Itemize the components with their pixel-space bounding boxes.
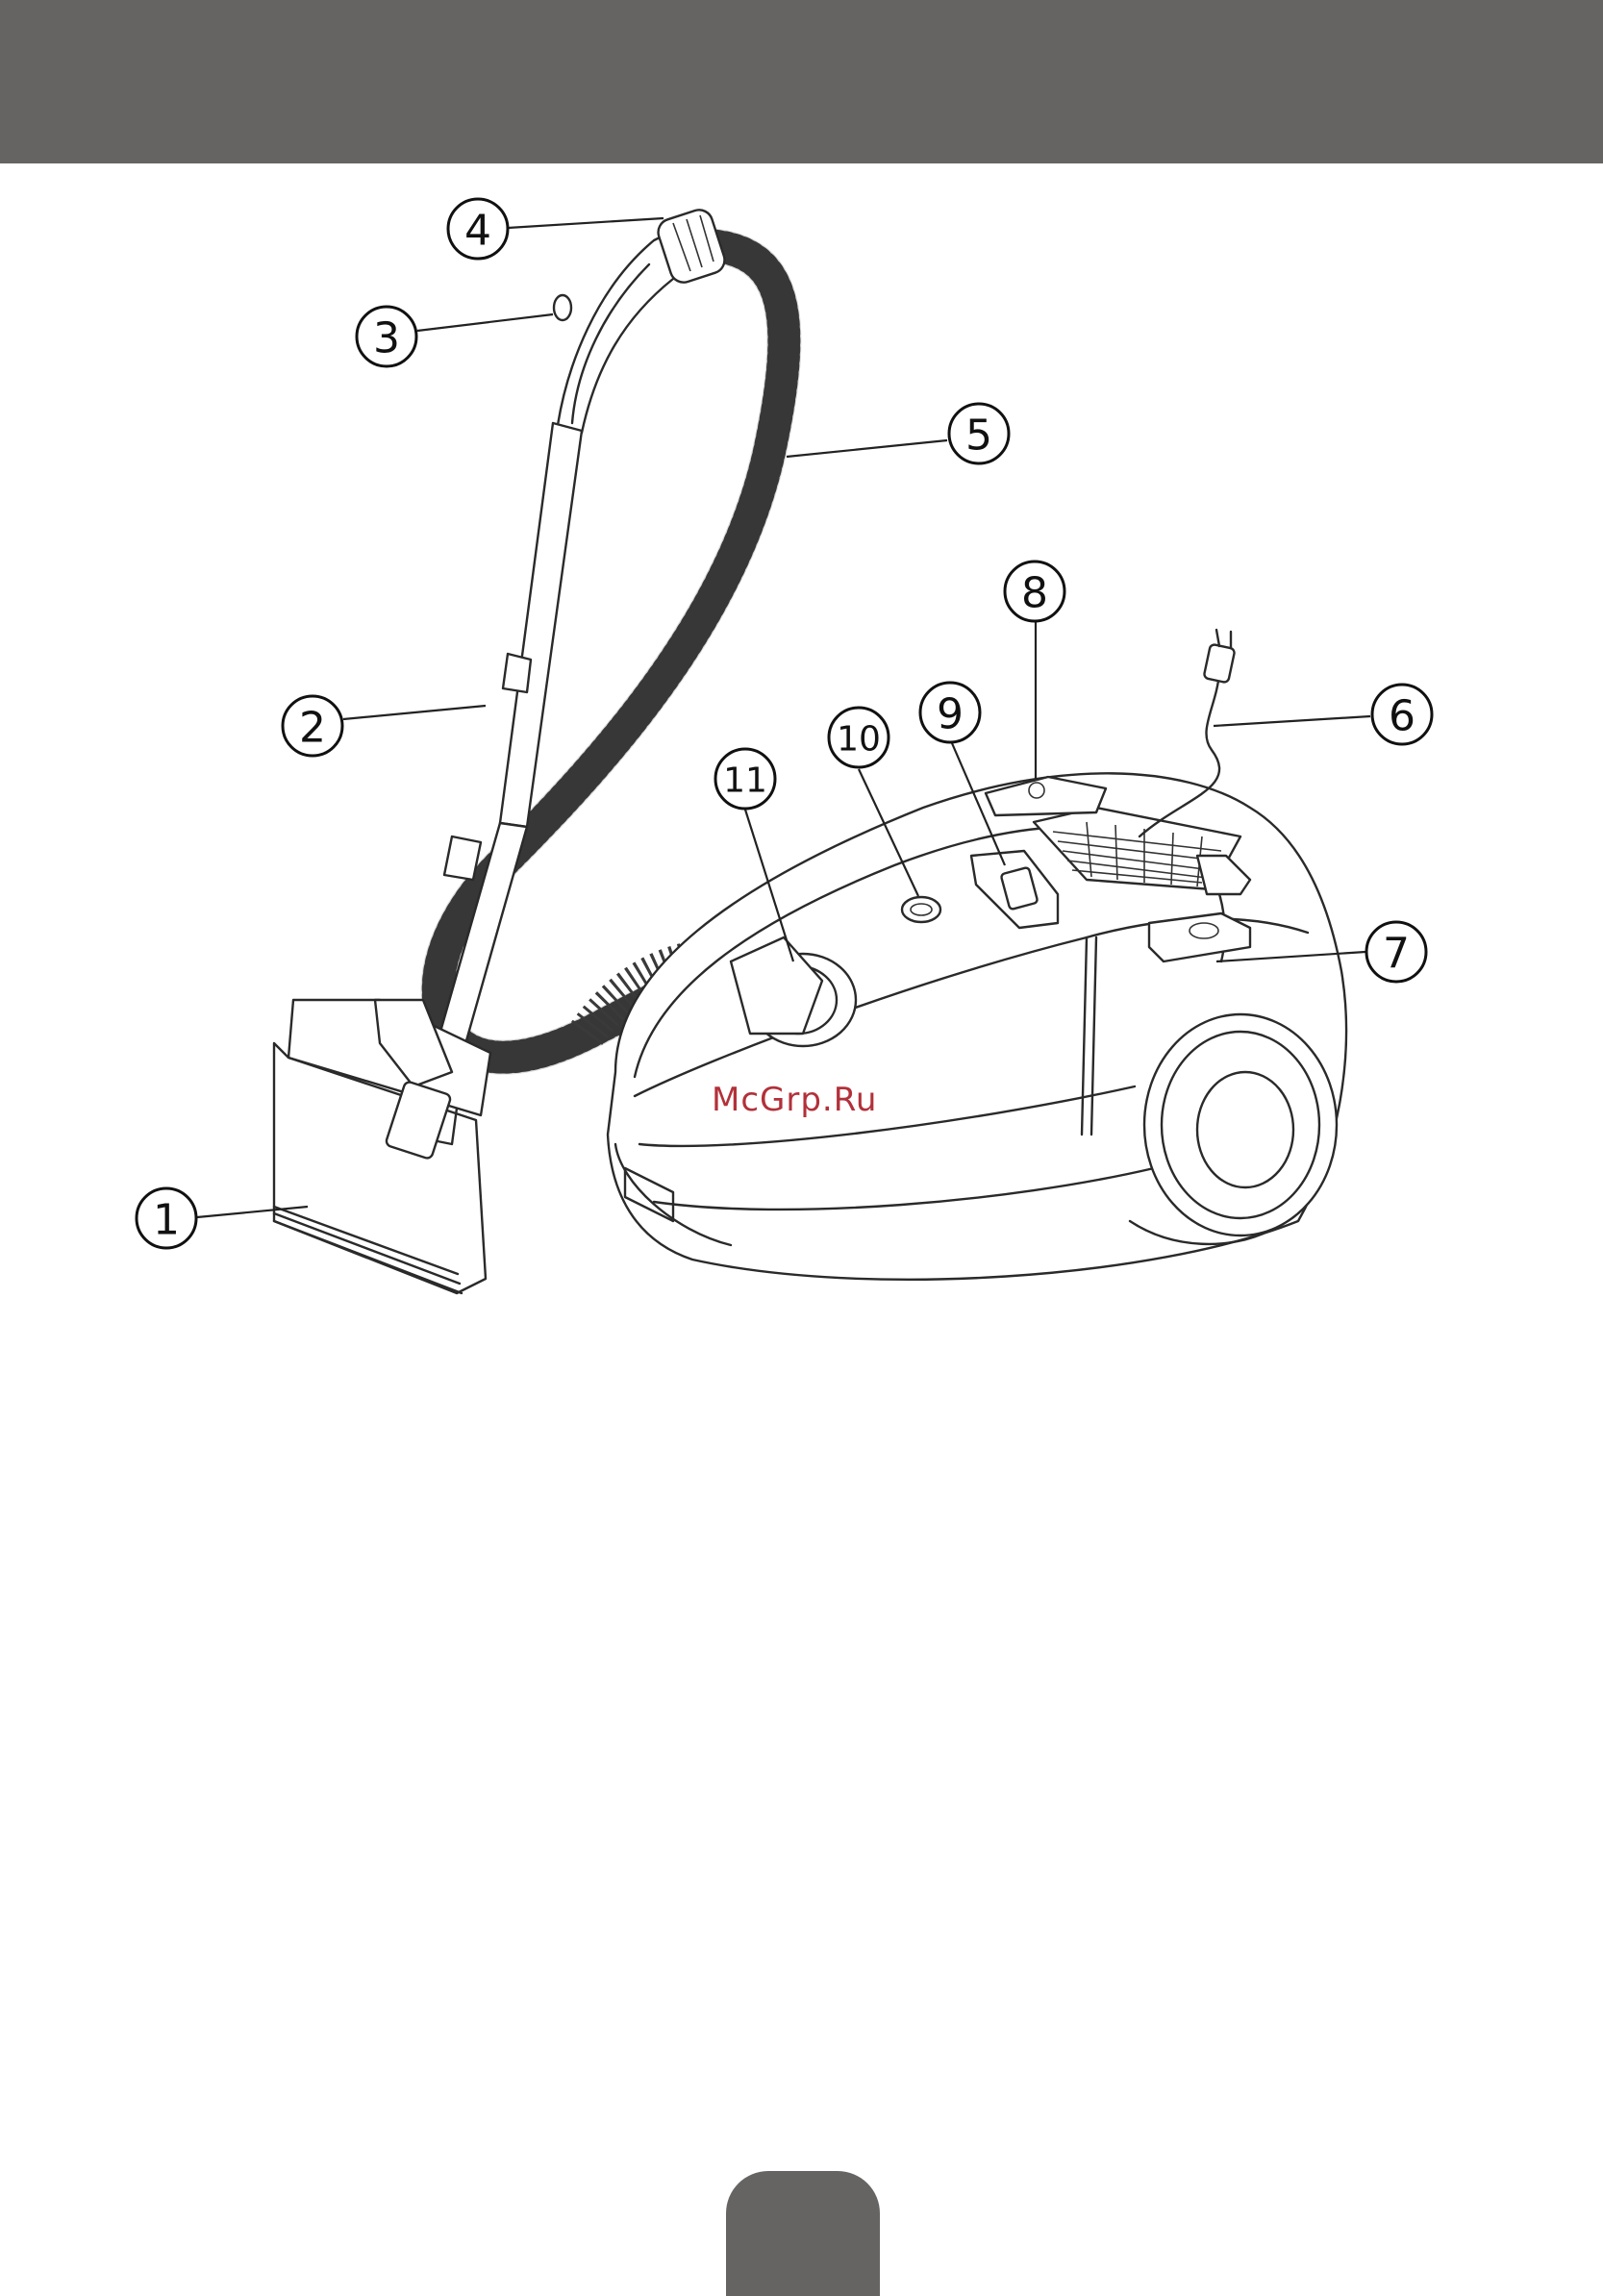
vacuum-cleaner-diagram: 1 2 3 4 5 6 7 8 9 10	[0, 163, 1603, 1317]
watermark: McGrp.Ru	[712, 1081, 877, 1119]
callout-3-label: 3	[373, 314, 400, 363]
callout-5: 5	[787, 404, 1009, 463]
callout-2: 2	[283, 696, 486, 756]
callout-8: 8	[1005, 562, 1064, 779]
vacuum-body-drawing	[608, 773, 1346, 1279]
handle-drawing	[554, 207, 728, 433]
callout-2-label: 2	[299, 704, 326, 753]
callout-5-label: 5	[965, 412, 992, 461]
callout-3: 3	[357, 307, 553, 366]
callout-6-label: 6	[1389, 692, 1415, 741]
callout-10-label: 10	[837, 720, 881, 760]
callout-1-label: 1	[153, 1196, 180, 1245]
callout-4: 4	[448, 199, 664, 259]
callout-4-label: 4	[464, 207, 491, 256]
callout-6: 6	[1214, 685, 1432, 744]
callout-8-label: 8	[1021, 569, 1048, 618]
callout-11-label: 11	[723, 761, 767, 801]
header-band	[0, 0, 1603, 163]
callout-9-label: 9	[937, 690, 964, 739]
page-number-tab	[726, 2171, 880, 2296]
callout-7-label: 7	[1383, 930, 1410, 979]
callout-1: 1	[137, 1188, 308, 1248]
floor-brush-drawing	[274, 1000, 490, 1293]
